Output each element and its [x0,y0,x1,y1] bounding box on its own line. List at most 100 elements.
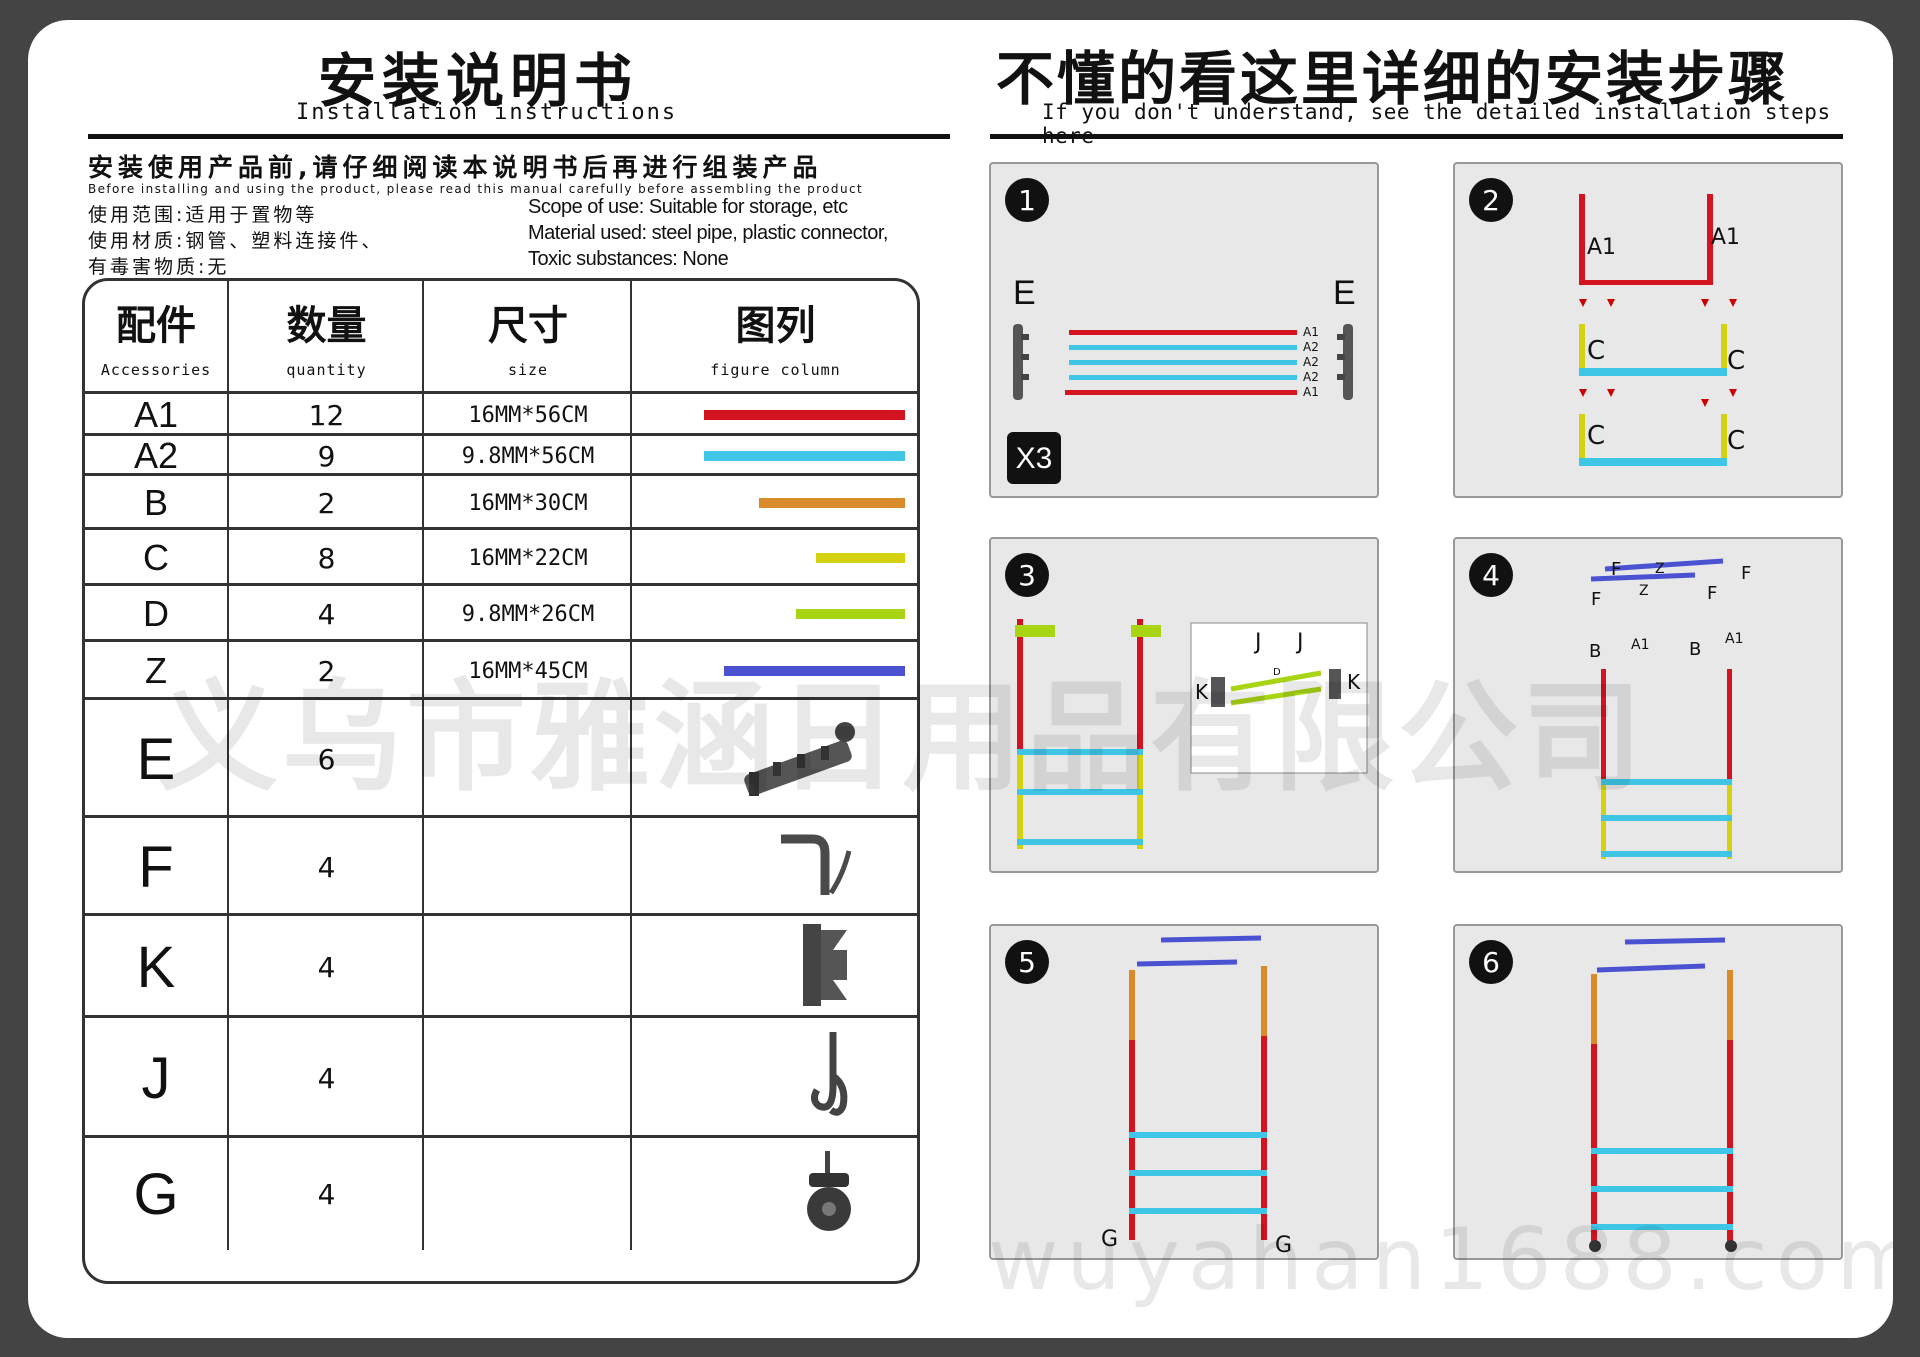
label-c: C [1587,336,1605,366]
label-j: J [1253,630,1262,655]
part-color-bar [759,498,905,508]
table-row: D 4 9.8MM*26CM [85,583,917,642]
label-b: B [1589,641,1601,662]
step-6-illustration [1589,937,1737,1252]
cell-size: 16MM*56CM [422,394,632,436]
step-number: 3 [1005,553,1049,597]
part-code: K [136,934,176,1000]
intro-cn-scope: 使用范围:适用于置物等 [88,204,318,226]
left-title-en: Installation instructions [296,100,678,125]
cell-size: 16MM*45CM [422,642,632,700]
cell-quantity: 4 [227,818,424,916]
cell-size [422,1138,632,1250]
cell-size: 16MM*30CM [422,476,632,530]
part-code: C [143,537,169,578]
part-size: 16MM*22CM [468,545,588,571]
label-d: D [1273,667,1281,678]
part-quantity: 6 [317,742,336,776]
part-size: 9.8MM*56CM [461,443,595,469]
cell-figure [630,700,917,818]
cell-code: D [85,586,227,642]
right-title-en: If you don't understand, see the detaile… [1042,100,1831,148]
cell-figure [630,436,917,476]
step-4-illustration: F F F F Z Z B B A1 A1 [1589,558,1751,859]
part-code: G [133,1161,179,1227]
part-size: 16MM*45CM [468,658,588,684]
step-number: 2 [1469,178,1513,222]
label-f: F [1611,559,1621,580]
intro-en-scope: Scope of use: Suitable for storage, etc [528,196,848,218]
part-quantity: 4 [317,597,336,631]
part-quantity: 4 [317,1061,336,1095]
label-x3: X3 [1016,442,1053,475]
header-accessories: 配件 Accessories [85,281,227,391]
header-label-cn: 图列 [735,303,816,349]
label-b: B [1689,639,1701,660]
cell-quantity: 4 [227,1138,424,1250]
double-hook-icon [803,1026,863,1130]
elbow-hook-icon [773,825,863,909]
cell-quantity: 4 [227,586,424,642]
step-5-illustration: G G [1101,935,1292,1258]
label-g: G [1101,1227,1118,1252]
label-c: C [1727,426,1745,456]
label-a1: A1 [1725,631,1743,647]
header-label-cn: 数量 [286,303,367,349]
part-quantity: 4 [317,1177,336,1211]
part-size: 9.8MM*26CM [461,601,595,627]
instruction-sheet: 安装说明书 Installation instructions 不懂的看这里详细… [28,20,1893,1338]
header-figure: 图列 figure column [630,281,917,391]
part-quantity: 2 [317,486,336,520]
step-1-illustration: E E A1 A2 A2 A2 A1 X3 [1007,274,1356,484]
label-a1: A1 [1711,225,1740,250]
part-code: B [143,482,168,523]
header-label-en: figure column [710,361,841,379]
caster-wheel-icon [793,1147,863,1241]
table-header-row: 配件 Accessories 数量 quantity 尺寸 size 图列 fi… [85,281,917,391]
part-size: 16MM*56CM [468,402,588,428]
part-color-bar [704,410,905,420]
header-quantity: 数量 quantity [227,281,424,391]
header-label-en: Accessories [100,361,212,379]
cell-code: C [85,530,227,586]
cell-size [422,700,632,818]
step-3-illustration: J J K K D [1015,619,1368,849]
part-color-bar [724,666,905,676]
label-a2: A2 [1303,370,1319,384]
cell-figure [630,586,917,642]
part-color-bar [704,451,905,461]
part-code: A2 [133,435,179,476]
cell-code: E [85,700,227,818]
part-size: 16MM*30CM [468,490,588,516]
label-k: K [1347,670,1361,694]
clamp-icon [793,920,863,1014]
right-title-rule [990,134,1843,139]
part-quantity: 4 [317,950,336,984]
cell-quantity: 6 [227,700,424,818]
cell-code: F [85,818,227,916]
cell-code: B [85,476,227,530]
table-row: B 2 16MM*30CM [85,473,917,530]
cell-quantity: 9 [227,436,424,476]
cell-quantity: 12 [227,394,424,436]
label-z: Z [1639,583,1649,599]
part-code: A1 [133,394,179,435]
label-a1: A1 [1303,385,1319,399]
intro-en-material: Material used: steel pipe, plastic conne… [528,222,888,244]
cell-figure [630,818,917,916]
header-label-en: quantity [286,361,367,379]
label-a2: A2 [1303,340,1319,354]
label-e-left: E [1013,274,1036,312]
cell-figure [630,642,917,700]
header-label-cn: 尺寸 [488,303,568,349]
step-panel-1: 1 E E A1 A2 A2 A2 A1 X3 [989,162,1379,498]
label-a1: A1 [1587,235,1616,260]
cell-quantity: 4 [227,1018,424,1138]
label-a1: A1 [1303,325,1319,339]
cell-figure [630,1018,917,1138]
part-code: F [138,834,174,900]
